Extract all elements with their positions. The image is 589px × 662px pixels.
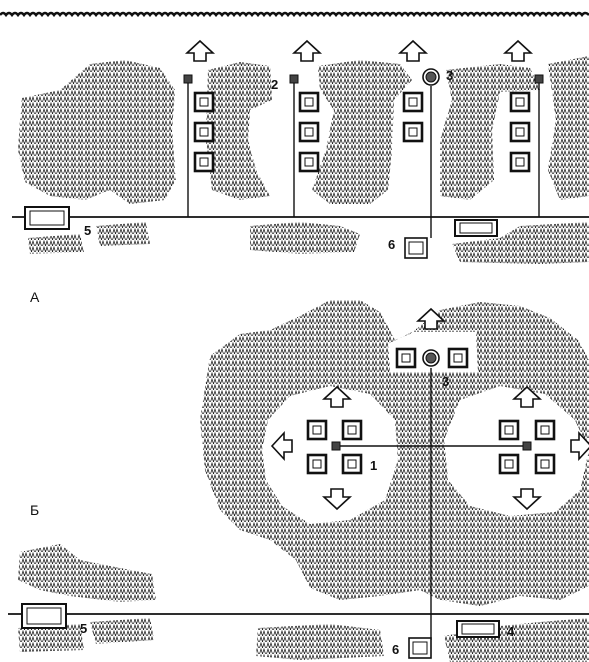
forest-area: [18, 60, 176, 204]
storage-rect: [29, 210, 65, 226]
storage-rect: [26, 607, 62, 625]
tank-marker: [422, 68, 440, 86]
small-square: [412, 641, 428, 655]
building-block: [534, 453, 556, 475]
forest-area: [250, 222, 360, 254]
forest-area: [18, 624, 84, 652]
building-block: [402, 91, 424, 113]
panel-a: 2 3 5 6 А: [12, 40, 589, 305]
building-block: [341, 419, 363, 441]
forest-area: [206, 62, 272, 200]
panel-label-b: Б: [30, 502, 39, 518]
number-label: 2: [271, 77, 278, 92]
forest-area: [96, 222, 150, 246]
building-block: [509, 121, 531, 143]
forest-area: [18, 544, 156, 602]
building-block: [306, 453, 328, 475]
number-label: 3: [446, 68, 453, 83]
direction-arrow-up-icon: [504, 40, 532, 62]
direction-arrow-down-icon: [323, 488, 351, 510]
small-square: [408, 241, 424, 255]
number-label: 5: [80, 621, 87, 636]
direction-arrow-up-icon: [323, 386, 351, 408]
forest-area: [444, 618, 589, 662]
wellhead-marker: [183, 74, 193, 84]
forest-area: [28, 234, 84, 254]
coastline: [0, 11, 589, 18]
number-label: 6: [388, 237, 395, 252]
building-block: [341, 453, 363, 475]
direction-arrow-down-icon: [513, 488, 541, 510]
storage-rect: [461, 623, 495, 635]
direction-arrow-up-icon: [293, 40, 321, 62]
building-block: [498, 453, 520, 475]
panel-label-a: А: [30, 289, 40, 305]
number-label: 6: [392, 642, 399, 657]
number-label: 1: [370, 458, 377, 473]
wellhead-marker: [534, 74, 544, 84]
building-block: [395, 347, 417, 369]
tank-marker: [422, 349, 440, 367]
building-block: [298, 121, 320, 143]
building-block: [298, 91, 320, 113]
forest-area: [256, 624, 384, 660]
forest-area: [312, 60, 412, 204]
building-block: [193, 91, 215, 113]
building-block: [509, 91, 531, 113]
building-block: [193, 151, 215, 173]
building-block: [498, 419, 520, 441]
wellhead-marker: [331, 441, 341, 451]
building-block: [534, 419, 556, 441]
number-label: 5: [84, 223, 91, 238]
forest-area: [452, 222, 589, 264]
wellhead-marker: [289, 74, 299, 84]
panel-b: 3 1 5 4 6 Б: [8, 300, 589, 662]
building-block: [306, 419, 328, 441]
storage-rect: [459, 222, 493, 234]
building-block: [447, 347, 469, 369]
forest-area: [548, 56, 589, 200]
number-label: 3: [442, 374, 449, 389]
building-block: [402, 121, 424, 143]
number-label: 4: [507, 624, 515, 639]
direction-arrow-up-icon: [399, 40, 427, 62]
building-block: [298, 151, 320, 173]
forest-area: [440, 64, 540, 200]
building-block: [193, 121, 215, 143]
forest-area: [200, 300, 589, 606]
forest-area: [90, 618, 154, 644]
direction-arrow-up-icon: [186, 40, 214, 62]
building-block: [509, 151, 531, 173]
wellhead-marker: [522, 441, 532, 451]
direction-arrow-left-icon: [271, 432, 293, 460]
